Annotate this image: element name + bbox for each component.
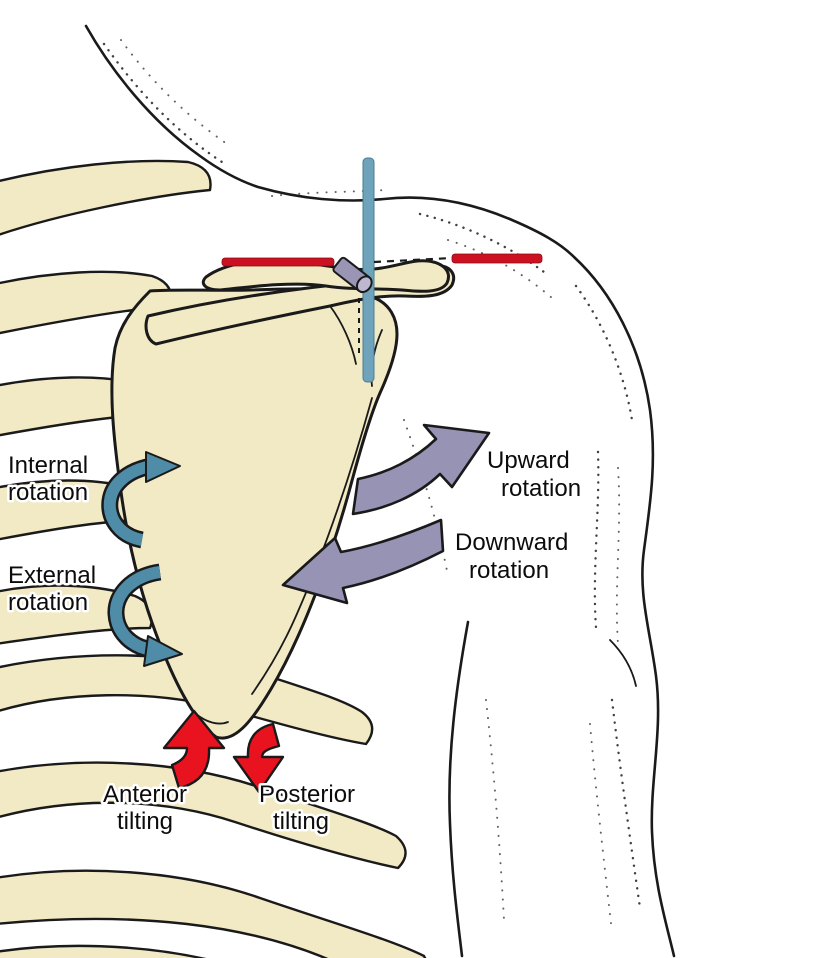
internal-rotation-arrow [101,451,181,549]
label-text: External [8,562,96,589]
label-text: tilting [117,808,173,835]
axis-cylinder [332,256,373,294]
label-text: Internal [8,452,88,479]
label-upward-rotation: Upward rotation [485,445,584,505]
rib [0,761,407,870]
label-external-rotation: External rotation [6,560,99,619]
label-text: rotation [469,557,549,584]
label-text: rotation [8,479,88,506]
label-text: tilting [273,808,329,835]
label-posterior-tilting: Posterior tilting [257,779,358,838]
label-downward-rotation: Downward rotation [453,527,571,587]
label-text: Posterior [259,781,355,808]
rib [0,159,212,236]
label-text: Upward [487,447,570,474]
label-text: rotation [501,475,581,502]
label-internal-rotation: Internal rotation [6,450,91,509]
anterior-tilting-arrow [162,709,226,790]
label-text: Anterior [103,781,187,808]
body-contour [84,24,676,958]
upward-rotation-arrow [351,423,491,516]
downward-rotation-arrow [281,518,445,605]
supraspinous-fossa-line [329,305,357,365]
inner-arm-contour [448,620,470,958]
label-text: Downward [455,529,568,556]
rib [0,944,207,958]
elbow-crease-line [609,639,637,687]
horizontal-axis-rod-left [221,257,335,267]
posterior-tilting-arrow [232,722,285,794]
axis-dashed-line [373,256,453,264]
horizontal-axis-rod-right [451,253,543,264]
rib [0,869,427,958]
external-rotation-arrow [107,563,183,667]
label-anterior-tilting: Anterior tilting [101,779,190,838]
label-text: rotation [8,589,88,616]
vertical-axis-rod [362,157,375,383]
